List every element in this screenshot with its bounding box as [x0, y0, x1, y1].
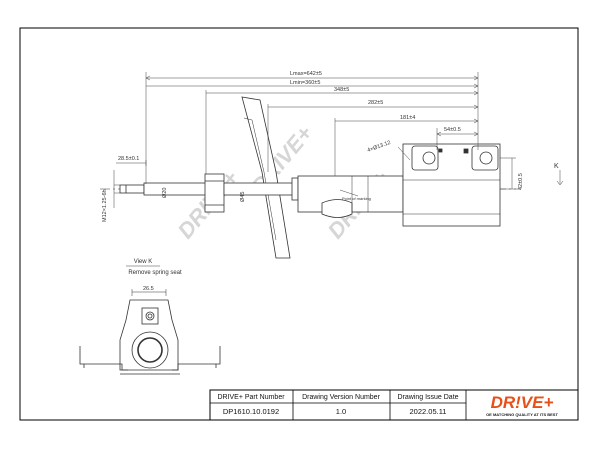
dim-lmin-text: Lmin=360±5	[290, 80, 320, 86]
view-k-title: View K	[134, 259, 153, 265]
k-view-label: K	[554, 163, 559, 170]
tb-header-version: Drawing Version Number	[302, 394, 380, 401]
logo-tagline: OE MATCHING QUALITY AT ITS BEST	[486, 412, 558, 417]
tb-value-date: 2022.05.11	[410, 407, 447, 416]
view-k-arm-right	[172, 346, 221, 371]
dim-42-text: 42±0.5	[518, 173, 524, 190]
drive-plus-logo: DR!VE+ OE MATCHING QUALITY AT ITS BEST	[486, 393, 558, 417]
dim-thread-text: M12×1.25-6h	[102, 189, 108, 222]
view-k-bolt-seat	[141, 307, 159, 325]
logo-brand: DR!VE+	[491, 393, 554, 412]
piston-rod	[143, 182, 207, 196]
dim-dia45-text: Ø45	[240, 192, 246, 202]
rod-thread	[119, 184, 145, 194]
title-block: DRIVE+ Part Number Drawing Version Numbe…	[209, 389, 579, 421]
tb-value-part: DP1610.10.0192	[223, 407, 279, 416]
dim-marking-text: Point of marking	[342, 196, 371, 201]
view-k-subtitle: Remove spring seat	[128, 270, 182, 276]
tb-header-part: DRIVE+ Part Number	[217, 394, 285, 401]
dim-holes-text: 4×Ø13.12	[367, 140, 392, 154]
tb-value-version: 1.0	[336, 407, 346, 416]
view-k: View K Remove spring seat 26.5	[79, 259, 221, 375]
strut-side-view	[100, 96, 520, 259]
dim-dia20-text: Ø20	[162, 188, 168, 198]
dim-lmax-text: Lmax=642±5	[290, 71, 322, 77]
view-k-arm-left	[79, 346, 128, 371]
dim-282-text: 282±5	[368, 100, 383, 106]
spring-seat-plate	[241, 96, 291, 259]
piston-rod-mid	[223, 182, 297, 196]
bracket-hole-left	[422, 151, 436, 165]
dim-348-text: 348±5	[334, 87, 349, 93]
spring-cup	[321, 199, 353, 218]
top-nut	[204, 173, 225, 213]
tb-header-date: Drawing Issue Date	[397, 394, 458, 401]
dim-54-text: 54±0.5	[444, 127, 461, 133]
dim-28-text: 28.5±0.1	[118, 156, 139, 162]
dim-181-text: 181±4	[400, 115, 415, 121]
bump-ring	[291, 177, 299, 201]
dimension-lines	[113, 72, 564, 208]
view-k-dim-26: 26.5	[143, 286, 154, 292]
bracket-hole-right	[479, 151, 493, 165]
view-k-tube-inner	[137, 337, 163, 363]
